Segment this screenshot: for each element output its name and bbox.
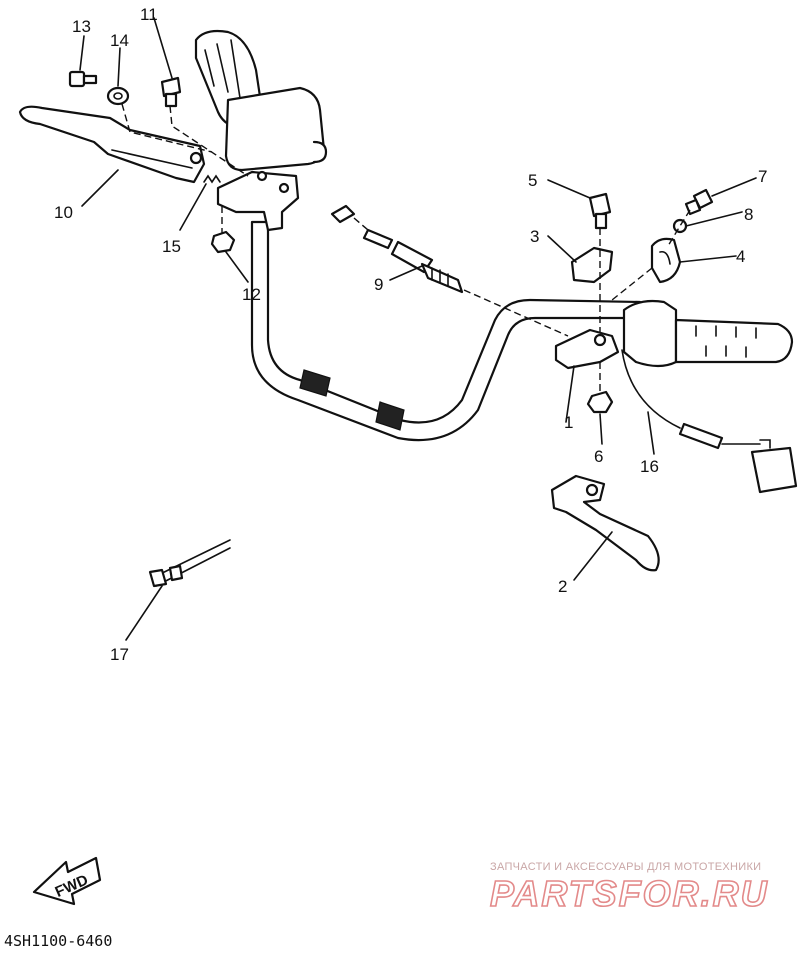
callout-9: 9 (374, 275, 383, 294)
bracket-3 (570, 246, 614, 284)
right-grip-assembly (621, 299, 798, 494)
callout-labels: 1 2 3 4 5 6 7 8 9 10 11 12 13 14 15 16 1… (54, 5, 767, 664)
fastener-15-spring (203, 174, 221, 184)
left-lever (18, 105, 206, 184)
fwd-arrow: FWD (32, 856, 102, 906)
watermark-brand: PARTSFOR.RU (490, 873, 769, 914)
callout-11: 11 (140, 5, 158, 24)
callout-8: 8 (744, 205, 753, 224)
callout-1: 1 (564, 413, 573, 432)
diagram-code: 4SH1100-6460 (4, 932, 112, 950)
nut-6 (586, 390, 614, 414)
fastener-14-collar (106, 86, 130, 106)
callout-3: 3 (530, 227, 539, 246)
callout-17: 17 (110, 645, 129, 664)
callout-16: 16 (640, 457, 659, 476)
callout-7: 7 (758, 167, 767, 186)
callout-5: 5 (528, 171, 537, 190)
left-grip-assembly (194, 29, 328, 232)
cable-9 (330, 204, 464, 294)
callout-2: 2 (558, 577, 567, 596)
callout-13: 13 (72, 17, 91, 36)
cable-tie-17 (148, 539, 231, 588)
callout-4: 4 (736, 247, 745, 266)
washer-8 (672, 218, 688, 234)
watermark-subtitle: ЗАПЧАСТИ И АКСЕССУАРЫ ДЛЯ МОТОТЕХНИКИ (490, 861, 761, 873)
fastener-12-nut (210, 230, 236, 254)
assembly-lines (121, 103, 691, 392)
fastener-11-bolt (160, 76, 182, 108)
fastener-13-bolt (68, 70, 98, 88)
bracket-4 (650, 237, 682, 284)
watermark: ЗАПЧАСТИ И АКСЕССУАРЫ ДЛЯ МОТОТЕХНИКИ PA… (489, 861, 769, 915)
callout-14: 14 (110, 31, 129, 50)
bolt-5 (588, 192, 612, 230)
leader-lines (79, 17, 757, 641)
callout-12: 12 (242, 285, 261, 304)
handlebar (250, 220, 642, 442)
right-lever-2 (550, 474, 660, 572)
lever-holder-1 (554, 328, 620, 370)
callout-6: 6 (594, 447, 603, 466)
callout-10: 10 (54, 203, 73, 222)
screw-7 (684, 188, 714, 216)
callout-15: 15 (162, 237, 181, 256)
